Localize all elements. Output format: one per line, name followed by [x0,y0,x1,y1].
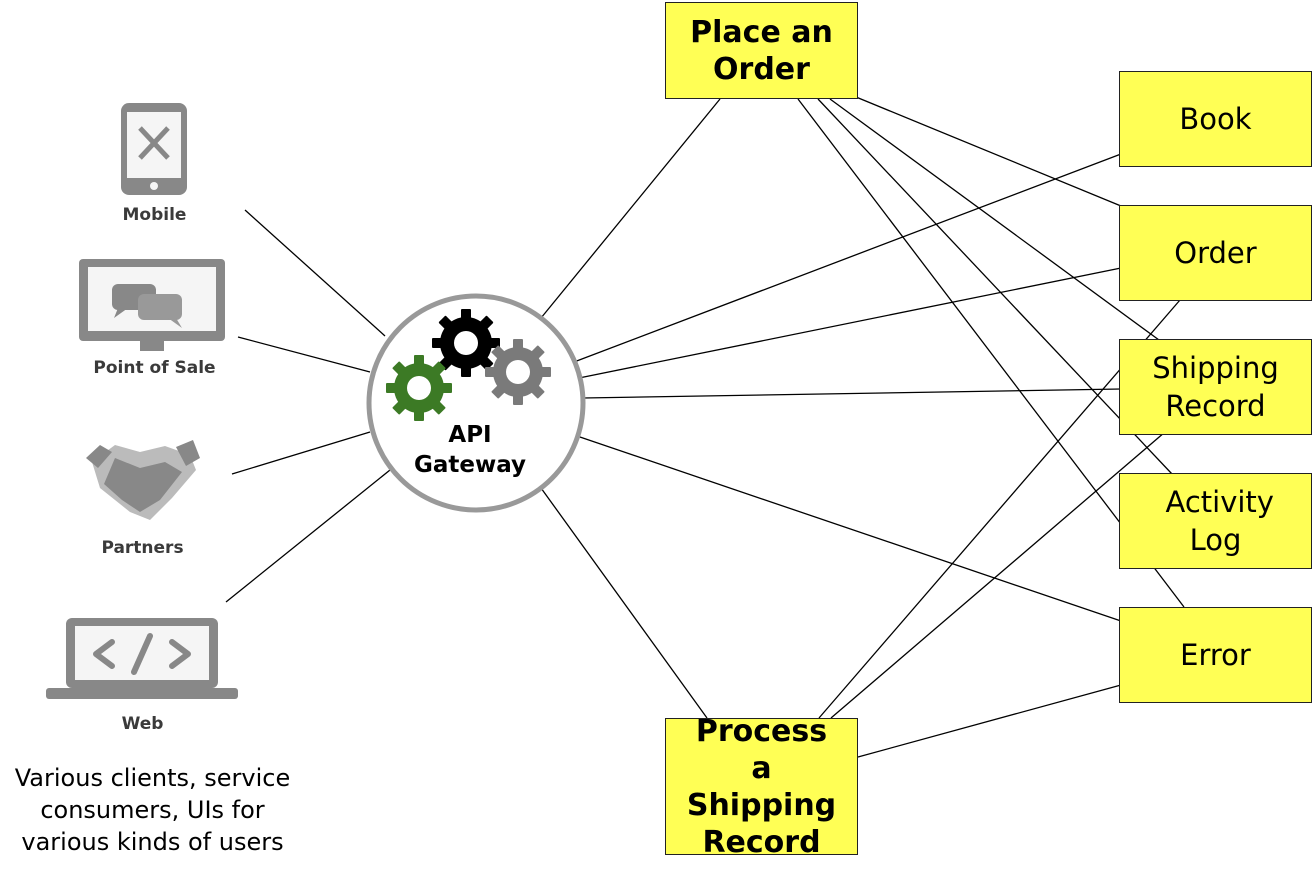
api-gateway-circle [366,293,586,513]
clients-caption: Various clients, service consumers, UIs … [14,764,291,856]
operation-place-order-label: Place an Order [690,14,833,87]
line-place-order-activity [817,98,1173,475]
line-partners-gateway [231,431,371,475]
entity-book: Book [1119,71,1312,167]
entity-shipping-record: Shipping Record [1119,339,1312,435]
line-pos-gateway [237,336,371,373]
monitor-chat-icon [79,259,225,351]
entity-order: Order [1119,205,1312,301]
client-label-web: Web [121,714,164,734]
client-label-pos: Point of Sale [93,358,216,378]
gears-icon [386,309,551,421]
line-gateway-book [573,153,1122,363]
operation-process-shipping-label: Process a Shipping Record [686,713,837,860]
entity-activity-log: Activity Log [1119,473,1312,569]
api-gateway-label: API Gateway [413,422,527,478]
line-gateway-process-shipping [540,487,708,719]
entity-book-label: Book [1179,102,1252,136]
line-gateway-place-order [540,98,721,319]
line-process-shipping-shipping [830,431,1166,719]
mobile-phone-icon [121,103,187,195]
client-label-partners: Partners [101,538,184,558]
entity-error-label: Error [1180,638,1251,672]
entity-order-label: Order [1174,236,1257,270]
entity-error: Error [1119,607,1312,703]
line-process-shipping-error [857,684,1122,758]
line-gateway-order [578,267,1122,379]
line-mobile-gateway [244,209,386,337]
line-place-order-order [855,96,1122,207]
operation-place-order: Place an Order [665,2,858,99]
line-web-gateway [225,469,391,603]
client-label-mobile: Mobile [122,205,187,225]
handshake-icon [86,440,200,520]
line-gateway-shipping [582,388,1122,399]
laptop-code-icon [46,618,238,699]
operation-process-shipping: Process a Shipping Record [665,714,858,860]
entity-activity-log-label: Activity Log [1165,485,1274,557]
line-gateway-error [576,435,1122,622]
entity-shipping-record-label: Shipping Record [1152,351,1279,423]
line-place-order-shipping [829,98,1160,341]
